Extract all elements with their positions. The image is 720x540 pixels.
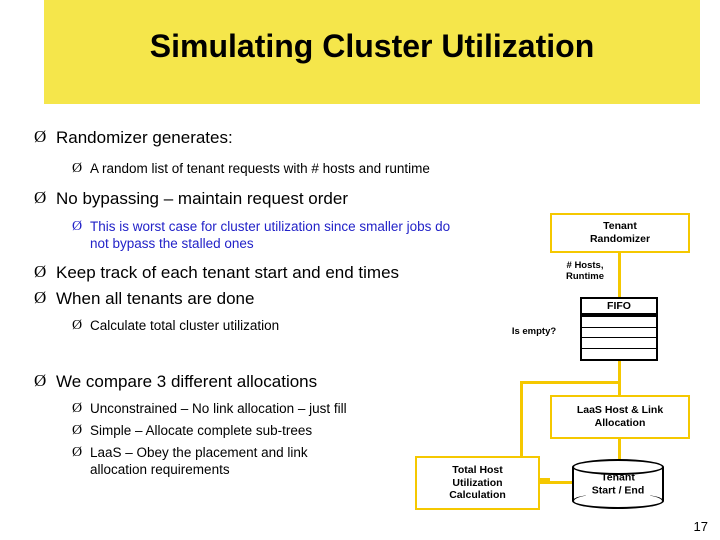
bullet-marker-icon: Ø bbox=[34, 288, 47, 307]
bullet-item-2: Ø A random list of tenant requests with … bbox=[72, 161, 492, 178]
fifo-header-box: FIFO bbox=[580, 297, 658, 315]
bullet-marker-icon: Ø bbox=[34, 262, 47, 281]
tenant-randomizer-box: Tenant Randomizer bbox=[550, 213, 690, 253]
bullet-text: This is worst case for cluster utilizati… bbox=[90, 219, 451, 251]
bullet-item-9: Ø Unconstrained – No link allocation – j… bbox=[72, 401, 432, 418]
fifo-queue-cells bbox=[580, 315, 658, 361]
bullet-item-3: Ø No bypassing – maintain request order bbox=[34, 188, 464, 209]
bullet-item-5: Ø Keep track of each tenant start and en… bbox=[34, 262, 464, 283]
bullet-text: Unconstrained – No link allocation – jus… bbox=[90, 401, 347, 416]
title-left-white-bar bbox=[0, 0, 44, 104]
bullet-marker-icon: Ø bbox=[72, 401, 83, 416]
connector-randomizer-to-fifo bbox=[618, 253, 621, 297]
fifo-cell bbox=[582, 338, 656, 349]
bullet-marker-icon: Ø bbox=[34, 127, 47, 146]
cylinder-bottom bbox=[572, 493, 664, 509]
bullet-text: We compare 3 different allocations bbox=[56, 372, 318, 391]
bullet-text: Calculate total cluster utilization bbox=[90, 318, 280, 333]
bullet-body: Ø Randomizer generates: Ø A random list … bbox=[0, 104, 480, 540]
tenant-start-end-cylinder: Tenant Start / End bbox=[572, 459, 664, 509]
page-title: Simulating Cluster Utilization bbox=[149, 28, 595, 64]
bullet-item-6: Ø When all tenants are done bbox=[34, 288, 464, 309]
connector-fifo-to-laas bbox=[618, 361, 621, 395]
fifo-label: FIFO bbox=[607, 299, 631, 312]
bullet-marker-icon: Ø bbox=[72, 423, 83, 438]
total-host-utilization-calculation-box: Total Host Utilization Calculation bbox=[415, 456, 540, 510]
bullet-item-1: Ø Randomizer generates: bbox=[34, 127, 464, 148]
title-banner bbox=[0, 0, 720, 104]
bullet-marker-icon: Ø bbox=[72, 445, 83, 460]
bullet-marker-icon: Ø bbox=[72, 161, 83, 176]
bullet-item-4: Ø This is worst case for cluster utiliza… bbox=[72, 219, 452, 253]
cylinder-top bbox=[572, 459, 664, 475]
bullet-item-7: Ø Calculate total cluster utilization bbox=[72, 318, 452, 335]
total-host-utilization-calculation-label: Total Host Utilization Calculation bbox=[449, 464, 506, 502]
bullet-marker-icon: Ø bbox=[34, 371, 47, 390]
bullet-text: When all tenants are done bbox=[56, 289, 255, 308]
tenant-start-end-label: Tenant Start / End bbox=[591, 471, 645, 496]
bullet-marker-icon: Ø bbox=[72, 219, 83, 234]
bullet-text: LaaS – Obey the placement and link alloc… bbox=[90, 445, 308, 477]
tenant-randomizer-label: Tenant Randomizer bbox=[589, 220, 651, 245]
connector-tenant-to-utilization bbox=[540, 481, 585, 484]
bullet-text: Simple – Allocate complete sub-trees bbox=[90, 423, 313, 438]
bullet-text: No bypassing – maintain request order bbox=[56, 189, 348, 208]
title-right-white-bar bbox=[700, 0, 720, 104]
bullet-item-8: Ø We compare 3 different allocations bbox=[34, 371, 464, 392]
is-empty-label: Is empty? bbox=[511, 326, 557, 337]
bullet-marker-icon: Ø bbox=[34, 188, 47, 207]
fifo-cell bbox=[582, 317, 656, 328]
fifo-cell bbox=[582, 328, 656, 338]
bullet-text: Keep track of each tenant start and end … bbox=[56, 263, 400, 282]
bullet-item-11: Ø LaaS – Obey the placement and link all… bbox=[72, 445, 362, 479]
bullet-text: A random list of tenant requests with # … bbox=[90, 161, 430, 176]
flow-diagram: Tenant Randomizer # Hosts, Runtime FIFO … bbox=[400, 104, 720, 540]
laas-host-link-allocation-box: LaaS Host & Link Allocation bbox=[550, 395, 690, 439]
connector-fifo-left bbox=[520, 381, 621, 384]
bullet-item-10: Ø Simple – Allocate complete sub-trees bbox=[72, 423, 432, 440]
fifo-cell bbox=[582, 349, 656, 360]
connector-to-utilization-down bbox=[520, 381, 523, 481]
hosts-runtime-label: # Hosts, Runtime bbox=[566, 260, 604, 283]
laas-host-link-allocation-label: LaaS Host & Link Allocation bbox=[576, 404, 664, 429]
bullet-text: Randomizer generates: bbox=[56, 128, 233, 147]
bullet-marker-icon: Ø bbox=[72, 318, 83, 333]
connector-laas-to-tenant bbox=[618, 439, 621, 466]
page-number: 17 bbox=[693, 519, 708, 534]
